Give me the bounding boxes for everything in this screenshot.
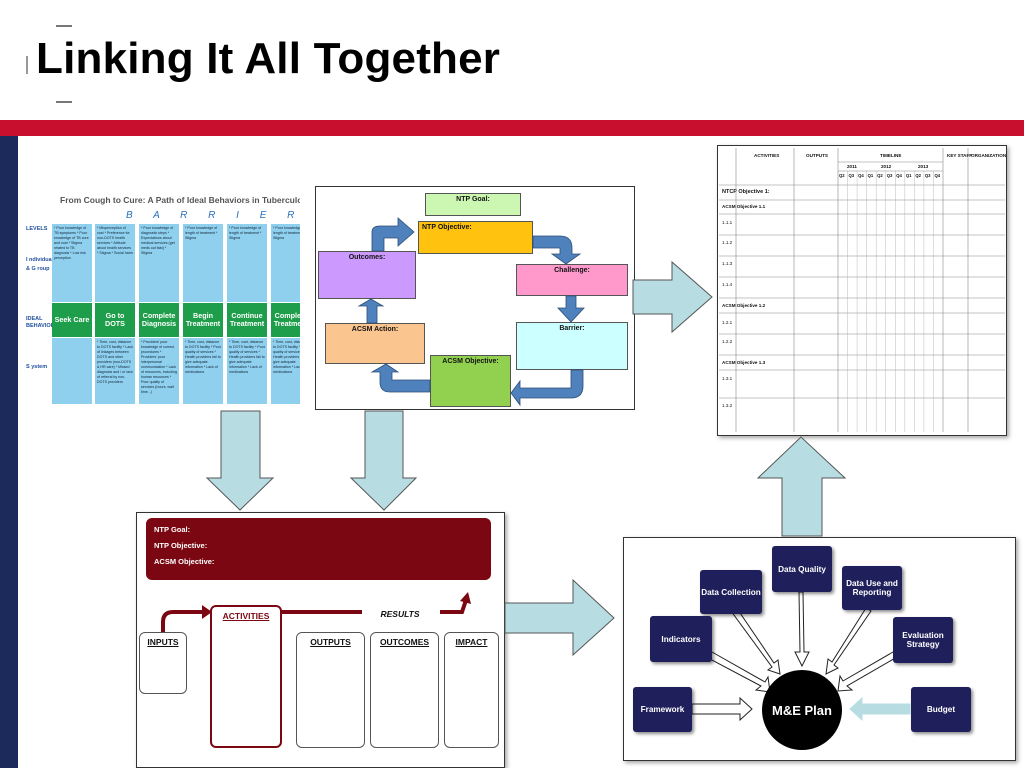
table-acsm-objective-1-1: ACSM Objective 1.1 [722,204,766,209]
barriers-panel-title: From Cough to Cure: A Path of Ideal Beha… [60,195,300,205]
table-row-1-1-1: 1.1.1 [722,220,733,225]
cycle-ntp-objective: NTP Objective: [418,221,533,254]
top-note-5: * Poor knowledge of length of treatment … [227,224,267,302]
table-quarter-10: Q3 [924,173,931,178]
behavior-seek-care: Seek Care [52,303,92,337]
cycle-outcomes: Outcomes: [318,251,416,299]
cycle-barrier: Barrier: [516,322,628,370]
table-quarter-6: Q3 [886,173,893,178]
table-year-2011: 2011 [847,164,857,169]
table-quarter-3: Q4 [858,173,864,178]
logic-ntp-objective: NTP Objective: [154,541,208,550]
behavior-complete-diagnosis: Complete Diagnosis [139,303,179,337]
table-quarter-7: Q4 [896,173,902,178]
bottom-note-5: * Time, cost, distance to DOTS facility … [227,338,267,404]
logic-activities-label: ACTIVITIES [222,611,270,621]
levels-label: LEVELS [26,226,48,232]
arrow-me-up [756,436,847,537]
table-quarter-1: Q2 [839,173,845,178]
top-note-1: * Poor knowledge of TB symptoms * Poor k… [52,224,92,302]
table-quarter-4: Q1 [867,173,874,178]
bottom-note-2: * Time, cost, distance to DOTS facility … [95,338,135,404]
title-decoration-bottom [56,101,72,103]
table-year-2012: 2012 [881,164,892,169]
logic-inputs-box [139,632,187,694]
table-row-1-2-2: 1.2.2 [722,339,733,344]
arrow-logic-to-me [504,578,615,657]
table-row-1-1-4: 1.1.4 [722,282,733,287]
barriers-panel: From Cough to Cure: A Path of Ideal Beha… [18,186,300,410]
table-row-1-3-2: 1.3.2 [722,403,733,408]
logic-outcomes-label: OUTCOMES [379,637,430,647]
bottom-note-1 [52,338,92,404]
logic-outcomes-box [370,632,439,748]
cycle-acsm-action: ACSM Action: [325,323,425,364]
top-note-3: * Poor knowledge of diagnostic steps * E… [139,224,179,302]
logic-impact-label: IMPACT [455,637,488,647]
me-budget: Budget [911,687,971,732]
logic-goal-box [146,518,491,580]
me-indicators: Indicators [650,616,712,662]
logic-acsm-objective: ACSM Objective: [154,557,215,566]
barriers-heading: B A R R I E R S [126,210,300,221]
logic-outputs-label: OUTPUTS [310,637,351,647]
logic-results-label: RESULTS [380,609,420,619]
individual-group-label: I ndividual & G roup [26,257,54,272]
top-note-4: * Poor knowledge of length of treatment … [183,224,223,302]
logic-inputs-label: INPUTS [147,637,179,647]
slide-title: Linking It All Together [36,34,501,83]
cycle-ntp-goal: NTP Goal: [425,193,521,216]
me-data-collection: Data Collection [700,570,762,614]
table-header-key-staff: KEY STAFF [947,153,973,158]
system-label: S ystem [26,364,48,370]
arrow-cycle-down [349,410,418,511]
table-quarter-8: Q1 [905,173,912,178]
behavior-continue-treatment: Continue Treatment [227,303,267,337]
me-data-use: Data Use and Reporting [842,566,902,610]
me-framework: Framework [633,687,692,732]
table-acsm-objective-1-2: ACSM Objective 1.2 [722,303,766,308]
logic-activities-box [210,605,282,748]
cycle-acsm-objective: ACSM Objective: [430,355,511,407]
arrow-barriers-down [205,410,275,511]
table-quarter-2: Q3 [848,173,855,178]
logic-ntp-goal: NTP Goal: [154,525,191,534]
behavior-go-to-dots: Go to DOTS [95,303,135,337]
table-ntcp-objective: NTCP Objective 1: [722,189,770,195]
behavior-complete-treatment: Complete Treatment [271,303,300,337]
table-row-1-1-2: 1.1.2 [722,240,733,245]
table-header-organization: ORGANIZATION [971,153,1007,158]
top-note-2: * Misperception of cost * Preference for… [95,224,135,302]
top-note-6: * Poor knowledge of length of treatment … [271,224,300,302]
table-year-2013: 2013 [918,164,929,169]
behavior-begin-treatment: Begin Treatment [183,303,223,337]
table-quarter-5: Q2 [877,173,883,178]
bottom-note-4: * Time, cost, distance to DOTS facility … [183,338,223,404]
table-header-timeline: TIMELINE [880,153,902,158]
logic-impact-box [444,632,499,748]
me-plan-center: M&E Plan [762,670,842,750]
table-acsm-objective-1-3: ACSM Objective 1.3 [722,360,766,365]
table-row-1-3-1: 1.3.1 [722,376,733,381]
table-row-1-1-3: 1.1.3 [722,261,733,266]
bottom-note-6: * Time, cost, distance to DOTS facility … [271,338,300,404]
arrow-cycle-to-table [632,260,713,334]
table-quarter-9: Q2 [915,173,921,178]
table-header-outputs: OUTPUTS [806,153,828,158]
logic-outputs-box [296,632,365,748]
me-evaluation-strategy: Evaluation Strategy [893,617,953,663]
left-navy-bar [0,136,18,768]
workplan-table-panel [717,145,1007,436]
cycle-challenge: Challenge: [516,264,628,296]
table-header-activities: ACTIVITIES [754,153,780,158]
bottom-note-3: * Providers' poor knowledge of correct p… [139,338,179,404]
title-decoration-left [26,56,28,74]
table-quarter-11: Q4 [934,173,941,178]
header-red-band [0,120,1024,136]
title-decoration-top [56,25,72,27]
table-row-1-2-1: 1.2.1 [722,320,733,325]
ideal-behavior-label: IDEAL BEHAVIOR [26,316,55,329]
me-data-quality: Data Quality [772,546,832,592]
